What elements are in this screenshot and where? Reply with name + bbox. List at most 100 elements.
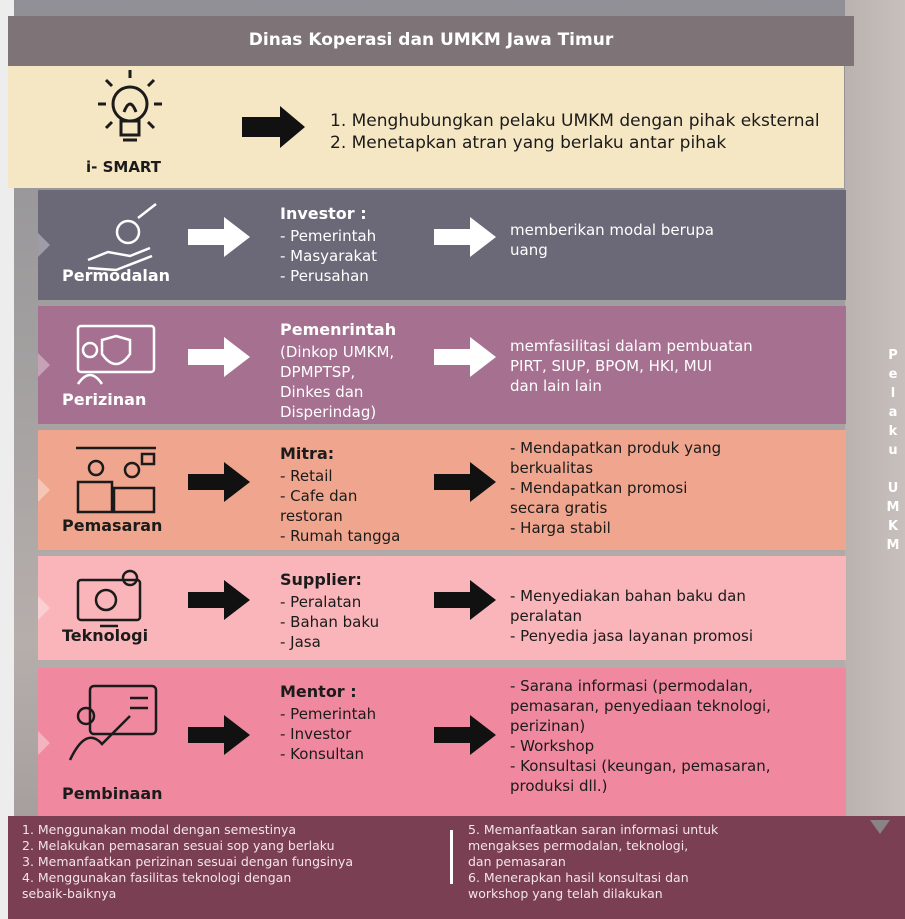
actor-item: - Cafe dan xyxy=(280,487,358,505)
side-letter: k xyxy=(888,424,898,439)
row-label: Pemasaran xyxy=(62,516,163,535)
actor-item: - Peralatan xyxy=(280,593,362,611)
ismart-arrow xyxy=(242,106,305,148)
header-title: Dinas Koperasi dan UMKM Jawa Timur xyxy=(248,30,614,50)
actor-item: - Pemerintah xyxy=(280,227,377,245)
actor-item: DPMPTSP, xyxy=(280,363,356,381)
actor-item: (Dinkop UMKM, xyxy=(280,343,395,361)
benefit-line: - Harga stabil xyxy=(510,519,611,537)
actor-item: - Perusahan xyxy=(280,267,369,285)
row-actor-list: - Pemerintah - Masyarakat - Perusahan xyxy=(280,226,377,286)
actor-item: - Rumah tangga xyxy=(280,527,401,545)
row-actor-list: - Peralatan - Bahan baku - Jasa xyxy=(280,592,379,652)
flow-arrow xyxy=(434,715,496,755)
background-right-strip xyxy=(845,0,905,919)
benefit-line: produksi dll.) xyxy=(510,777,608,795)
footer-item: 3. Memanfaatkan perizinan sesuai dengan … xyxy=(22,854,354,869)
footer-item: workshop yang telah dilakukan xyxy=(468,886,663,901)
benefit-line: berkualitas xyxy=(510,459,594,477)
benefit-line: - Menyediakan bahan baku dan xyxy=(510,587,746,605)
flow-arrow xyxy=(188,580,250,620)
actor-item: - Jasa xyxy=(280,633,321,651)
footer-item: 5. Memanfaatkan saran informasi untuk xyxy=(468,822,719,837)
actor-item: Dinkes dan xyxy=(280,383,364,401)
actor-item: - Konsultan xyxy=(280,745,365,763)
footer-item: dan pemasaran xyxy=(468,854,566,869)
row-benefit-text: - Sarana informasi (permodalan, pemasaran… xyxy=(510,676,771,796)
benefit-line: perizinan) xyxy=(510,717,586,735)
row-label: Permodalan xyxy=(62,266,171,285)
benefit-line: - Sarana informasi (permodalan, xyxy=(510,677,753,695)
row-actor-title: Supplier: xyxy=(280,570,362,589)
benefit-line: PIRT, SIUP, BPOM, HKI, MUI xyxy=(510,357,713,375)
side-letter: K xyxy=(887,519,899,534)
footer-item: 2. Melakukan pemasaran sesuai sop yang b… xyxy=(22,838,335,853)
shop-counter-icon xyxy=(76,446,156,514)
row-notch xyxy=(38,596,50,620)
ismart-items: 1. Menghubungkan pelaku UMKM dengan piha… xyxy=(330,110,820,154)
side-letter: U xyxy=(887,481,899,496)
flow-arrow xyxy=(188,337,250,377)
actor-item: - Bahan baku xyxy=(280,613,380,631)
row-actor-title: Investor : xyxy=(280,204,367,223)
lightbulb-icon xyxy=(98,70,162,142)
actor-item: - Pemerintah xyxy=(280,705,377,723)
row-actor-title: Mentor : xyxy=(280,682,357,701)
benefit-line: uang xyxy=(510,241,548,259)
shield-screen-icon xyxy=(76,324,156,385)
side-letter: M xyxy=(886,538,900,553)
flow-arrow xyxy=(188,462,250,502)
footer-item: 6. Menerapkan hasil konsultasi dan xyxy=(468,870,689,885)
footer-band xyxy=(8,816,905,919)
row-actor-title: Pemenrintah xyxy=(280,320,397,339)
row-notch xyxy=(38,731,50,755)
footer-item: 4. Menggunakan fasilitas teknologi denga… xyxy=(22,870,292,885)
benefit-line: peralatan xyxy=(510,607,583,625)
side-letter: l xyxy=(890,386,896,401)
side-letter: a xyxy=(888,405,898,420)
actor-item: - Retail xyxy=(280,467,333,485)
row-notch xyxy=(38,233,50,257)
row-label: Perizinan xyxy=(62,390,147,409)
row-actor-list: - Retail - Cafe dan restoran - Rumah tangga xyxy=(280,466,400,546)
benefit-line: - Workshop xyxy=(510,737,595,755)
side-letter: M xyxy=(886,500,900,515)
header-banner: Dinas Koperasi dan UMKM Jawa Timur xyxy=(8,16,854,66)
footer-divider xyxy=(450,830,453,884)
flow-arrow xyxy=(434,217,496,257)
money-hand-icon xyxy=(87,203,157,272)
benefit-line: memfasilitasi dalam pembuatan xyxy=(510,337,753,355)
actor-item: - Masyarakat xyxy=(280,247,378,265)
flow-arrow xyxy=(434,337,496,377)
ismart-item: 1. Menghubungkan pelaku UMKM dengan piha… xyxy=(330,111,820,131)
benefit-line: pemasaran, penyediaan teknologi, xyxy=(510,697,771,715)
row-label: Teknologi xyxy=(62,626,149,645)
actor-item: - Investor xyxy=(280,725,352,743)
actor-item: restoran xyxy=(280,507,343,525)
actor-item: Disperindag) xyxy=(280,403,377,421)
benefit-line: - Mendapatkan produk yang xyxy=(510,439,722,457)
side-letter: e xyxy=(888,367,898,382)
ismart-band xyxy=(8,66,844,188)
flow-arrow xyxy=(188,715,250,755)
row-actor-list: - Pemerintah - Investor - Konsultan xyxy=(280,704,376,764)
benefit-line: memberikan modal berupa xyxy=(510,221,715,239)
benefit-line: - Mendapatkan promosi xyxy=(510,479,688,497)
footer-item: mengakses permodalan, teknologi, xyxy=(468,838,689,853)
row-label: Pembinaan xyxy=(62,784,163,803)
monitor-gear-icon xyxy=(76,569,142,628)
ismart-label: i- SMART xyxy=(86,158,162,176)
row-notch xyxy=(38,478,50,502)
